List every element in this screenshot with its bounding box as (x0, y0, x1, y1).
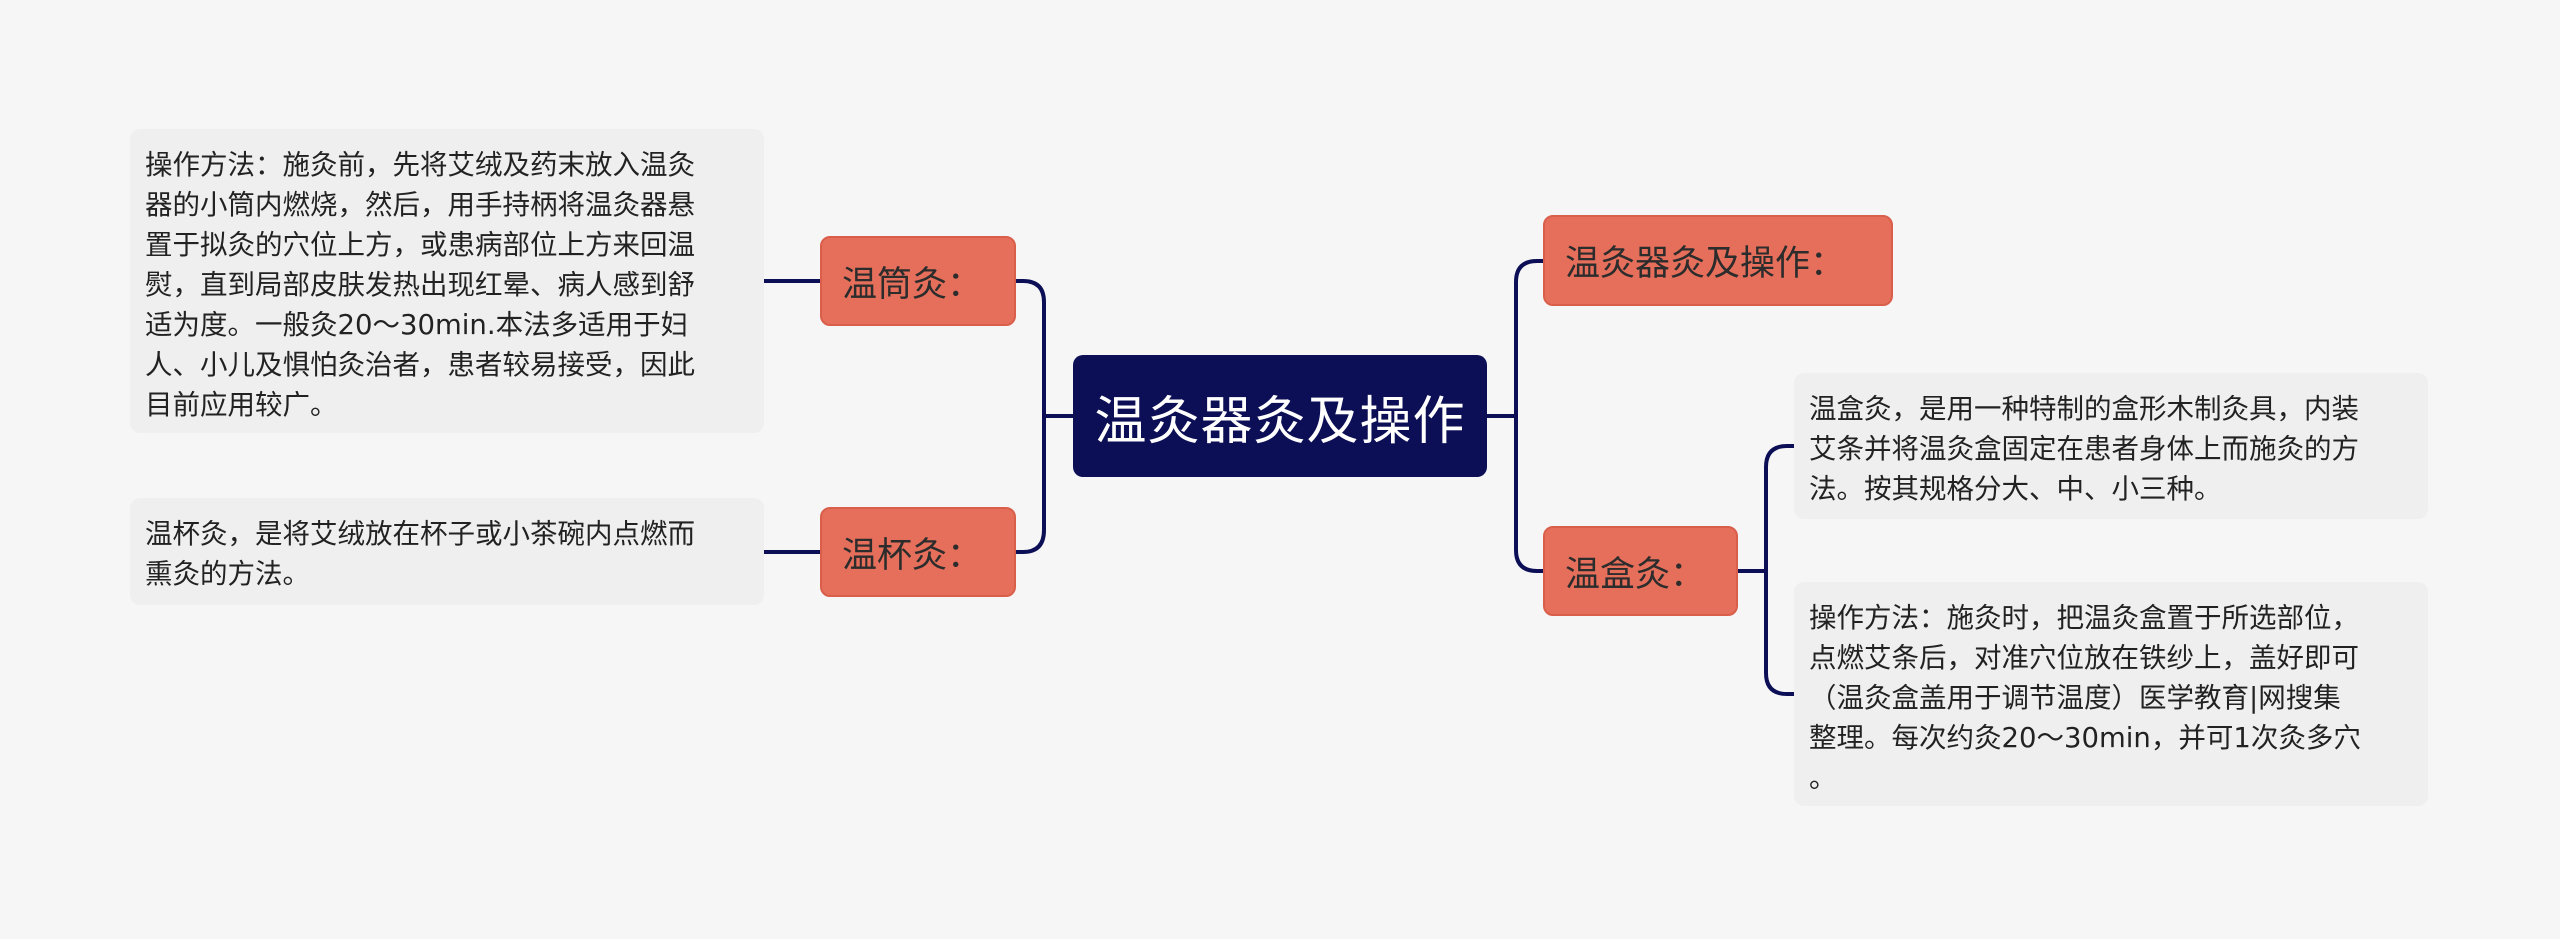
leaf-wenhe-description[interactable]: 温盒灸，是用一种特制的盒形木制灸具，内装 艾条并将温灸盒固定在患者身体上而施灸的… (1794, 373, 2428, 519)
leaf-wentong-method[interactable]: 操作方法：施灸前，先将艾绒及药末放入温灸 器的小筒内燃烧，然后，用手持柄将温灸器… (130, 129, 764, 433)
branch-wentong-label: 温筒灸： (842, 264, 983, 305)
branch-wenjiuqi-operation[interactable]: 温灸器灸及操作： (1543, 215, 1893, 306)
central-topic-label: 温灸器灸及操作 (1094, 391, 1466, 452)
branch-wenhe[interactable]: 温盒灸： (1543, 526, 1738, 616)
branch-wenjiuqi-operation-label: 温灸器灸及操作： (1565, 244, 1846, 284)
leaf-wenbei-description[interactable]: 温杯灸，是将艾绒放在杯子或小茶碗内点燃而 熏灸的方法。 (130, 498, 764, 605)
connector-to-wenhe (1514, 414, 1545, 573)
connector-wenhe-leaf1 (1764, 444, 1796, 573)
connector-to-wentong (1014, 279, 1046, 418)
connector-to-wenbei (1014, 414, 1046, 554)
connector-to-qijiu (1514, 259, 1545, 418)
leaf-wenhe-method[interactable]: 操作方法：施灸时，把温灸盒置于所选部位， 点燃艾条后，对准穴位放在铁纱上，盖好即… (1794, 582, 2428, 806)
branch-wenhe-label: 温盒灸： (1565, 554, 1706, 595)
connector-wenhe-leaf2 (1764, 569, 1796, 696)
branch-wenbei[interactable]: 温杯灸： (820, 507, 1016, 597)
branch-wenbei-label: 温杯灸： (842, 535, 983, 576)
branch-wentong[interactable]: 温筒灸： (820, 236, 1016, 326)
central-topic[interactable]: 温灸器灸及操作 (1073, 355, 1487, 477)
